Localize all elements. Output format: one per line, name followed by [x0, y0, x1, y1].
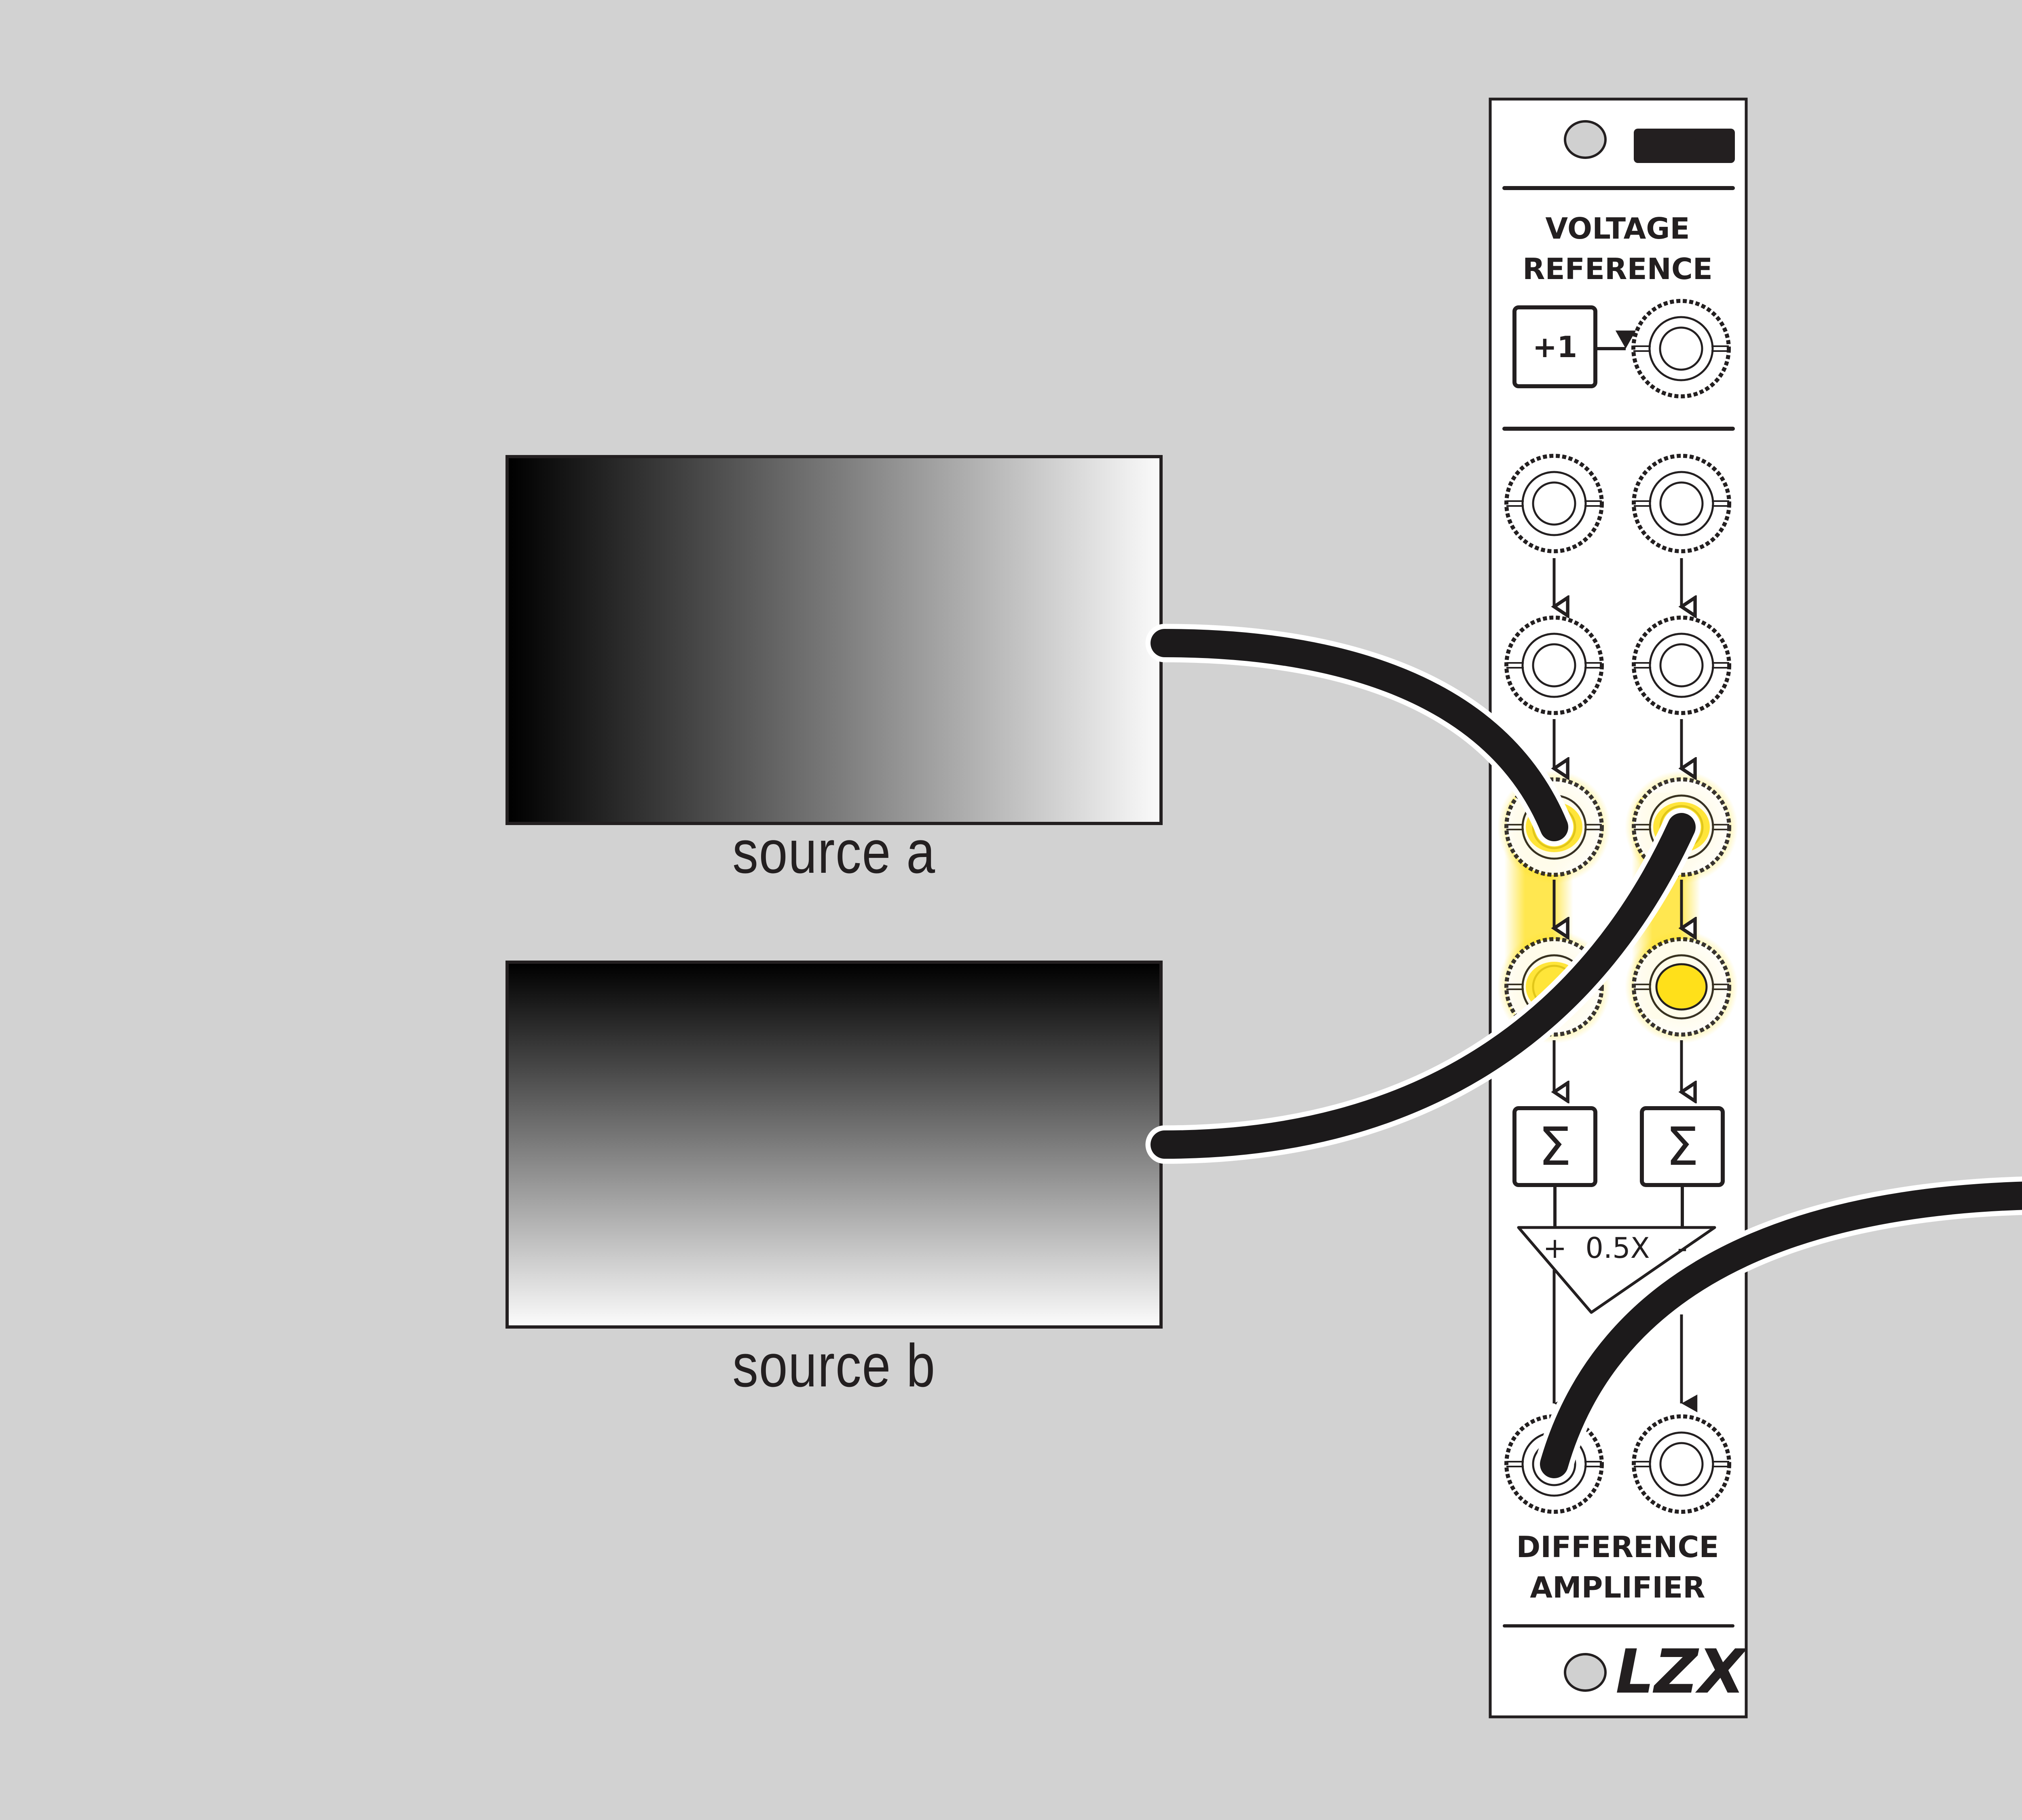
lzx-logo: LZX [1616, 1637, 1747, 1707]
svg-text:AMPLIFIER: AMPLIFIER [1530, 1570, 1705, 1604]
svg-text:LZX: LZX [1616, 1637, 1747, 1707]
source-b-swatch [506, 961, 1163, 1329]
svg-text:Σ: Σ [1666, 1116, 1699, 1177]
svg-text:+: + [1543, 1232, 1567, 1265]
source-a-swatch [506, 455, 1163, 825]
svg-text:VOLTAGE: VOLTAGE [1545, 212, 1690, 245]
mount-hole-bottom [1564, 1653, 1607, 1692]
voltage-reference-jack [1633, 301, 1729, 396]
patch-cables [1145, 624, 2022, 1484]
svg-text:REFERENCE: REFERENCE [1523, 252, 1713, 286]
sum-block-left [1512, 1106, 1597, 1187]
plus-one-block [1512, 305, 1597, 388]
source-a-label: source a [732, 818, 936, 886]
sum-block-right [1640, 1106, 1725, 1187]
svg-text:Σ: Σ [1538, 1116, 1571, 1177]
svg-text:0.5X: 0.5X [1585, 1232, 1650, 1265]
mount-hole-top [1564, 120, 1607, 159]
svg-text:DIFFERENCE: DIFFERENCE [1516, 1530, 1719, 1564]
svg-text:+1: +1 [1533, 330, 1577, 364]
pgo-badge [1634, 129, 1735, 163]
svg-text:PGO: PGO [1653, 129, 1716, 163]
difference-output-jack-minus [1634, 1416, 1729, 1512]
source-b-label: source b [732, 1331, 936, 1399]
svg-text:-: - [1677, 1232, 1687, 1265]
